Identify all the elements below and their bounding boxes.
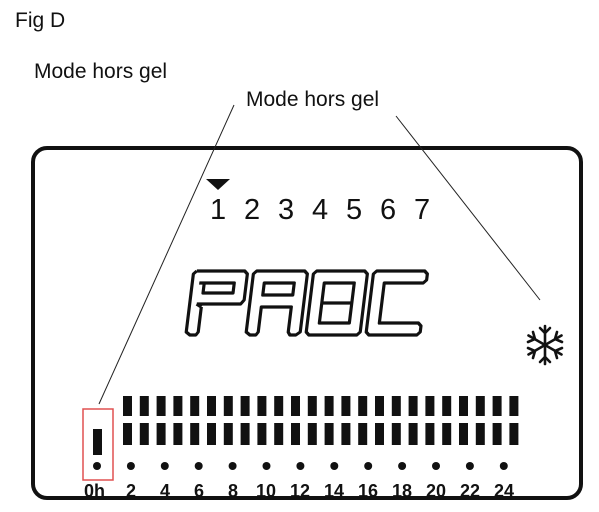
hour-dot [126,462,135,470]
hour-bar-segment [324,396,334,416]
hour-bar-segment [240,396,250,416]
hour-bar-segment [139,423,149,445]
segment-char-C [364,269,429,337]
current-hour-segment [93,429,102,455]
day-number-2: 2 [244,194,261,226]
hour-label-10: 10 [256,481,277,501]
hour-label-8: 8 [228,481,239,501]
hour-dot-row [93,462,508,470]
selected-day-marker-icon [206,179,230,190]
day-number-7: 7 [414,194,431,226]
hour-label-14: 14 [324,481,345,501]
hour-bar-segment [173,396,183,416]
hour-bar-segment [307,396,317,416]
hour-label-6: 6 [194,481,205,501]
hour-bar-segment [207,396,216,416]
hour-bar-segment [425,396,435,416]
hour-bar-segment [509,396,519,416]
lcd-segment-readout [184,269,429,337]
hour-label-24: 24 [494,481,515,501]
frost-mode-highlight-box [82,408,114,481]
lcd-display-frame [31,146,583,500]
hour-bar-segment [257,423,267,445]
day-number-1: 1 [210,194,227,226]
hour-bar-segment [375,423,384,445]
hour-bar-segment [442,423,452,445]
hour-bar-segment [375,396,384,416]
hour-label-18: 18 [392,481,413,501]
hour-dot [398,462,407,470]
hour-dot [296,462,305,470]
callout-leader-line-left [98,104,235,405]
hour-dot [432,462,440,470]
hour-bar-segment [341,396,351,416]
hour-dot [160,462,169,470]
hour-bar-segment [139,396,149,416]
hour-bar-segment [190,396,200,416]
hour-bar-segment [509,423,519,445]
segment-char-P [184,269,249,337]
hour-bar-segment [257,396,267,416]
hour-bar-segment [492,396,502,416]
hour-label-4: 4 [160,481,171,501]
hour-bar-segment [459,396,468,416]
hour-dot [364,462,373,470]
hour-dot [194,462,203,470]
hour-dot [499,462,508,470]
hour-bar-segment [274,396,284,416]
hour-label-0h: 0h [84,481,106,501]
hour-bar-segment [156,423,166,445]
hour-label-12: 12 [290,481,311,501]
figure-subtitle: Mode hors gel [34,60,168,83]
hour-dot [262,462,271,470]
hour-bar-segment [240,423,250,445]
hour-bar-segment [475,423,485,445]
hour-bar-segment [408,396,418,416]
hour-bar-segment [156,396,166,416]
hour-bar-segment [123,396,132,416]
hour-label-22: 22 [460,481,481,501]
day-number-6: 6 [380,194,397,226]
segment-char-R [244,269,309,337]
callout-label: Mode hors gel [246,88,380,111]
hour-bar-segment [358,423,368,445]
snowflake-icon [526,324,564,366]
hour-bar-segment [425,423,435,445]
hour-label-2: 2 [126,481,137,501]
hour-bar-segment [207,423,216,445]
hour-dot [93,462,101,470]
hour-bar-segment [274,423,284,445]
hour-bar-segment [307,423,317,445]
hour-bar-graph [123,396,519,445]
hour-bar-segment [442,396,452,416]
hour-bar-segment [324,423,334,445]
hour-label-16: 16 [358,481,379,501]
hour-bar-segment [291,396,300,416]
hour-bar-segment [475,396,485,416]
day-number-5: 5 [346,194,363,226]
hour-bar-segment [223,396,233,416]
hour-bar-segment [173,423,183,445]
hour-bar-segment [408,423,418,445]
hour-dot [330,462,339,470]
hour-bar-segment [358,396,368,416]
hour-bar-segment [123,423,132,445]
hour-dot [228,462,237,470]
hour-bar-segment [459,423,468,445]
day-number-4: 4 [312,194,329,226]
hour-label-20: 20 [426,481,447,501]
day-number-3: 3 [278,194,295,226]
hour-bar-segment [391,423,401,445]
hour-bar-segment [291,423,300,445]
hour-bar-segment [223,423,233,445]
hour-bar-segment [190,423,200,445]
figure-title: Fig D [15,9,66,32]
segment-char-O [304,269,369,337]
hour-bar-segment [492,423,502,445]
hour-bar-segment [341,423,351,445]
hour-bar-segment [391,396,401,416]
hour-dot [465,462,474,470]
callout-leader-line-right [395,115,541,301]
